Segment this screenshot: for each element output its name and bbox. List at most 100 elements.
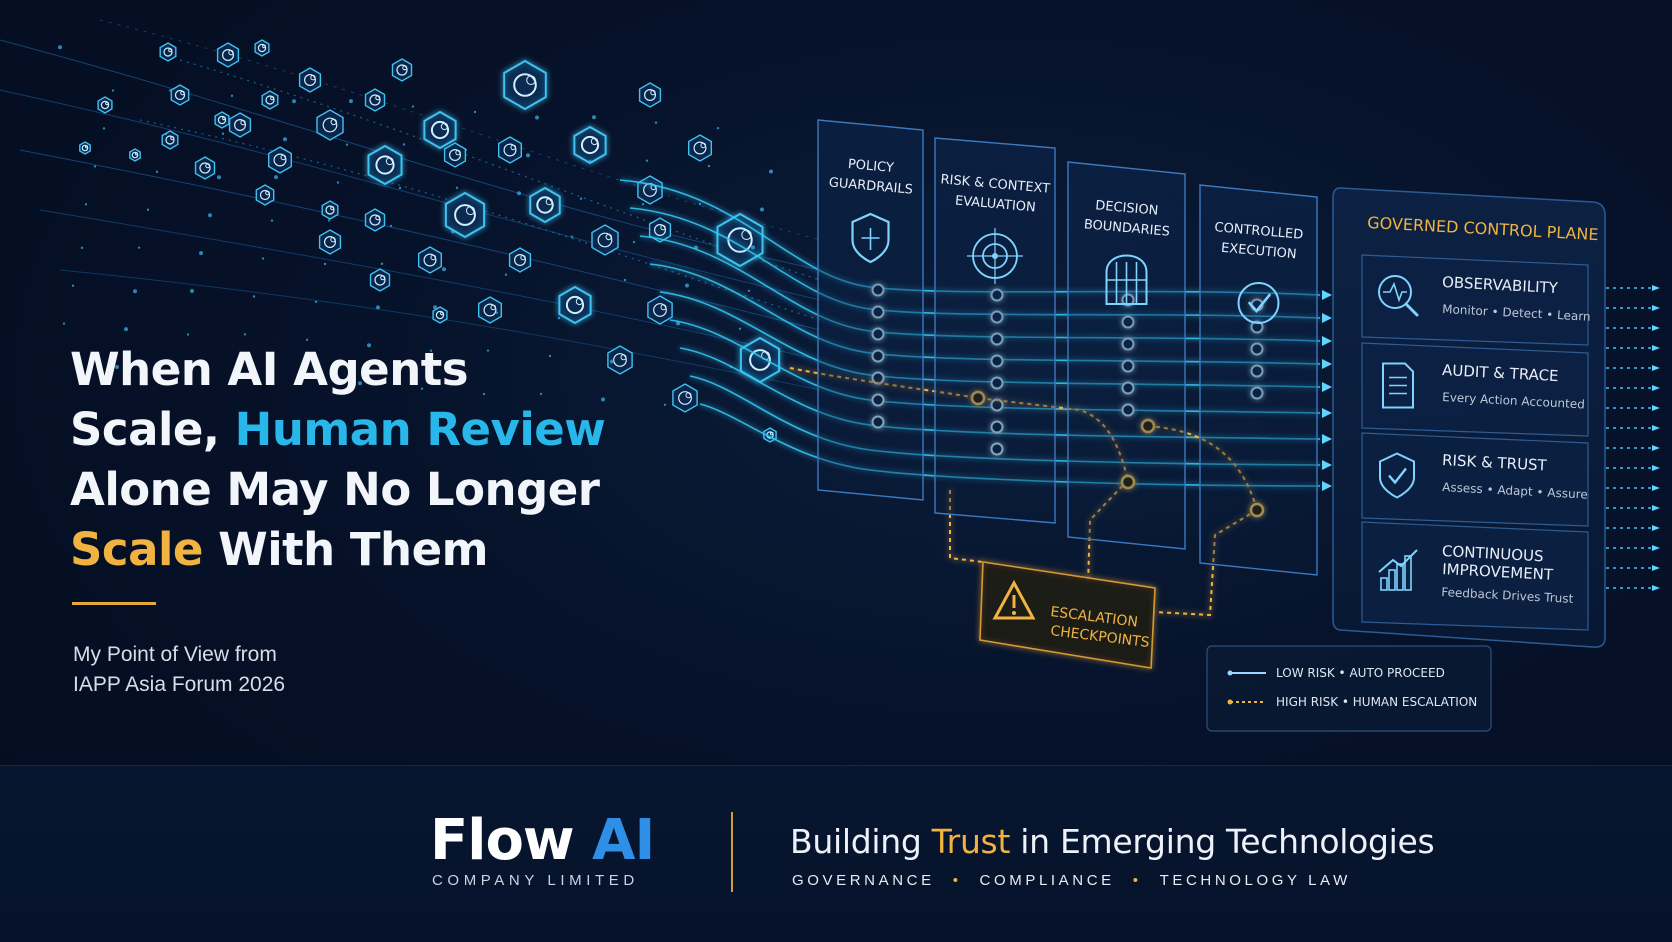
particle-dot: [579, 197, 583, 200]
output-arrow-icon: [1652, 525, 1660, 531]
particle-dot: [442, 267, 446, 272]
particle-dot: [632, 240, 636, 244]
agent-hex-icon: [529, 186, 561, 224]
particle-dot: [261, 257, 265, 260]
agent-hex-icon: [508, 247, 532, 273]
tagline-suffix: in Emerging Technologies: [1010, 822, 1435, 861]
agent-hex-icon: [591, 224, 619, 256]
particle-dot: [93, 165, 97, 168]
stage-title-line2: GUARDRAILS: [828, 175, 913, 197]
output-arrow-icon: [1652, 305, 1660, 311]
subtitle: My Point of View from IAPP Asia Forum 20…: [73, 640, 493, 700]
footer-bar: [0, 765, 1672, 942]
control-plane-item-title2: IMPROVEMENT: [1442, 560, 1555, 584]
particle-dot: [751, 245, 755, 250]
agent-hex-icon: [298, 67, 322, 93]
output-arrow-icon: [1652, 445, 1660, 451]
particle-dot: [433, 305, 437, 310]
output-arrow-icon: [1652, 405, 1660, 411]
headline: When AI Agents Scale, Human Review Alone…: [70, 340, 670, 580]
output-arrow-icon: [1652, 485, 1660, 491]
particle-dot: [685, 283, 689, 288]
escalation-path: [949, 490, 984, 563]
agent-hex-icon: [194, 156, 216, 180]
particle-dot: [548, 354, 552, 358]
agent-hex-icon: [159, 42, 177, 62]
particle-dot: [349, 99, 353, 104]
agent-hex-icon: [443, 142, 467, 168]
particle-dot: [283, 137, 287, 142]
footer-divider: [731, 812, 733, 892]
particle-dot: [270, 219, 274, 222]
particle-dot: [389, 224, 393, 228]
output-arrow-icon: [1652, 345, 1660, 351]
headline-line4-highlight: Scale: [70, 523, 203, 576]
agent-hex-icon: [318, 229, 342, 255]
flow-arrow-icon: [1322, 481, 1332, 491]
particle-dot: [769, 169, 773, 174]
pillar-governance: GOVERNANCE: [792, 872, 935, 889]
particle-dot: [570, 235, 574, 238]
particle-dot: [455, 186, 459, 190]
particle-dot: [482, 392, 486, 396]
particle-dot: [495, 311, 499, 314]
agent-hex-icon: [739, 336, 781, 384]
agent-hex-icon: [170, 84, 190, 106]
particle-dot: [323, 262, 327, 266]
particle-dot: [133, 289, 137, 294]
particle-dot: [716, 126, 720, 130]
particle-dot: [592, 115, 596, 120]
agent-hex-icon: [391, 58, 413, 82]
particle-dot: [292, 99, 296, 104]
particle-dot: [230, 94, 234, 98]
agent-hex-icon: [638, 82, 662, 108]
brand-word: Flow: [430, 808, 575, 873]
particle-dot: [336, 181, 340, 184]
particle-dot: [557, 316, 561, 320]
agent-hex-icon: [444, 191, 486, 239]
legend-low-label: LOW RISK • AUTO PROCEED: [1276, 666, 1445, 680]
output-streams: [1606, 285, 1660, 591]
subtitle-line1: My Point of View from: [73, 643, 277, 666]
particle-dot: [486, 349, 490, 352]
particle-dot: [398, 186, 402, 190]
document-icon: [1382, 362, 1414, 409]
headline-line1: When AI Agents: [70, 343, 469, 396]
agent-hex-icon: [228, 112, 252, 138]
particle-dot: [217, 175, 221, 180]
agent-hex-icon: [672, 383, 698, 413]
stage-title-line2: EVALUATION: [954, 194, 1036, 216]
particle-dot: [146, 208, 150, 211]
particle-dot: [80, 246, 84, 250]
agent-hex-icon: [316, 109, 344, 141]
gate-icon: [1105, 254, 1148, 305]
particle-dot: [663, 403, 667, 406]
shield-check-icon: [1379, 452, 1415, 499]
particle-dot: [654, 121, 658, 124]
particle-dot: [111, 89, 115, 92]
output-arrow-icon: [1652, 585, 1660, 591]
particle-dot: [252, 295, 256, 298]
particle-dot: [464, 148, 468, 152]
particle-dot: [243, 333, 247, 336]
pillar-technology-law: TECHNOLOGY LAW: [1159, 872, 1351, 889]
stage-title-line1: DECISION: [1095, 198, 1159, 218]
particle-dot: [380, 262, 384, 266]
agent-hex-icon: [255, 184, 275, 206]
headline-line4: Scale With Them: [70, 520, 670, 580]
tagline-highlight: Trust: [931, 822, 1011, 861]
agent-hex-icon: [688, 134, 712, 162]
particle-dot: [526, 153, 530, 158]
particle-dot: [588, 159, 592, 162]
particle-dot: [124, 327, 128, 332]
tagline: Building Trust in Emerging Technologies: [790, 822, 1435, 861]
pillar-separator: •: [1132, 872, 1142, 889]
particle-dot: [62, 322, 66, 325]
